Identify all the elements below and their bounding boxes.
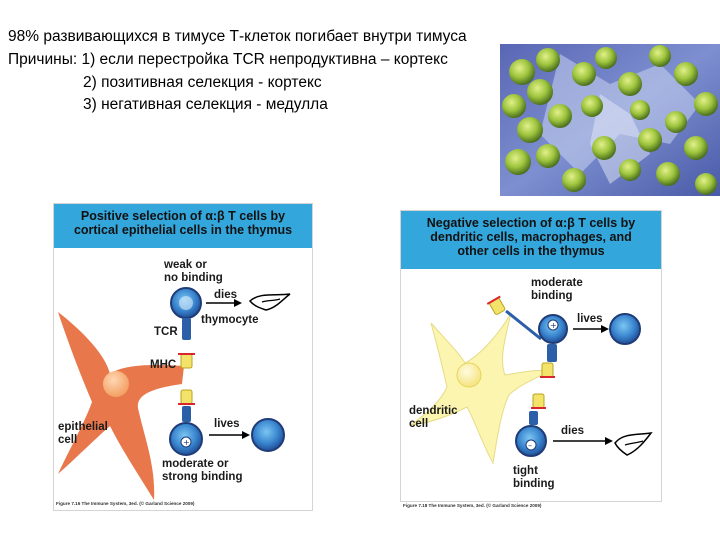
dying-cell [248, 293, 291, 311]
thymocyte-micrograph-image [500, 44, 720, 196]
reasons-line-1: Причины: 1) если перестройка TCR непроду… [8, 51, 448, 68]
weak-binding-label: weak or no binding [164, 259, 223, 284]
tcr-label: TCR [154, 326, 178, 338]
negative-selection-figure: Negative selection of α:β T cells by den… [400, 210, 662, 508]
tight-binding-label: tight binding [513, 465, 555, 490]
intro-line: 98% развивающихся в тимусе Т-клеток поги… [8, 28, 467, 45]
mhc-tcr-lower [529, 393, 546, 425]
lives-label: lives [214, 418, 240, 430]
dies-label: dies [214, 289, 238, 301]
mhc-tcr-complex [178, 389, 195, 422]
reasons-line-2: 2) позитивная селекция - кортекс [83, 74, 322, 91]
mhc-molecule [178, 353, 195, 369]
epithelial-nucleus [103, 371, 129, 397]
reasons-line-3: 3) негативная селекция - медулла [83, 96, 328, 113]
mhc-molecule-top [486, 295, 506, 315]
svg-text:+: + [550, 321, 557, 330]
positive-selection-figure: Positive selection of α:β T cells by cor… [53, 203, 313, 511]
dendritic-cell-label: dendritic cell [409, 405, 458, 430]
dying-cell [614, 432, 653, 456]
negative-selection-title: Negative selection of α:β T cells by den… [401, 211, 661, 269]
dendritic-cell-shape [409, 312, 551, 465]
strong-binding-label: moderate or strong binding [162, 458, 243, 483]
dies-label: dies [561, 425, 585, 437]
tcr-receptor [182, 318, 191, 340]
svg-text:+: + [183, 438, 190, 447]
figure-caption: Figure 7.18 The Immune System, 3ed. (© G… [403, 503, 542, 508]
surviving-cell [609, 313, 641, 345]
lives-label: lives [577, 313, 603, 325]
mhc-label: MHC [150, 359, 177, 371]
epithelial-cell-shape [58, 312, 184, 500]
moderate-binding-label: moderate binding [531, 277, 583, 302]
positive-selection-title: Positive selection of α:β T cells by cor… [54, 204, 312, 248]
figure-caption: Figure 7.16 The Immune System, 3ed. (© G… [56, 501, 195, 506]
epithelial-cell-label: epithelial cell [58, 421, 108, 446]
svg-text:–: – [528, 441, 532, 450]
dendritic-nucleus [456, 362, 482, 388]
thymocyte-label: thymocyte [201, 314, 259, 326]
surviving-cell [251, 418, 285, 452]
mhc-molecule-middle [540, 362, 555, 378]
